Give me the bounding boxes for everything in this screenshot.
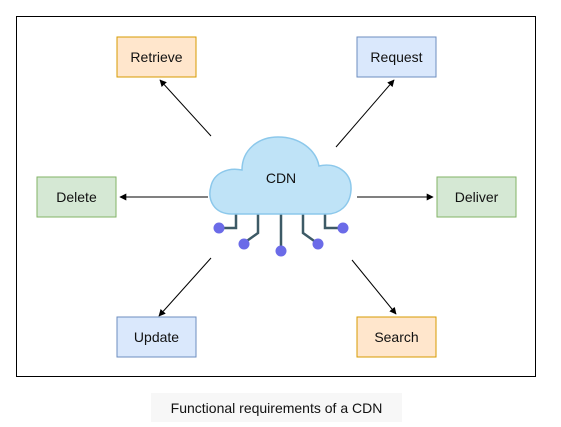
arrow-to-request: [335, 79, 395, 148]
node-retrieve-label: Retrieve: [130, 49, 182, 65]
arrow-to-search: [351, 259, 397, 315]
node-deliver-label: Deliver: [455, 189, 499, 205]
node-delete-label: Delete: [56, 189, 97, 205]
arrow-to-retrieve: [159, 79, 212, 137]
arrow-to-update: [158, 257, 212, 317]
node-request: Request: [356, 36, 437, 78]
node-request-label: Request: [370, 49, 422, 65]
arrows: [119, 79, 434, 317]
node-retrieve: Retrieve: [116, 36, 197, 78]
node-search: Search: [356, 316, 437, 358]
circuit-dots: [213, 222, 349, 257]
node-update: Update: [116, 316, 197, 358]
cloud-label: CDN: [266, 170, 296, 186]
node-search-label: Search: [374, 329, 418, 345]
node-deliver: Deliver: [436, 176, 517, 218]
cloud-icon: CDN: [209, 136, 352, 215]
figure-caption: Functional requirements of a CDN: [151, 393, 402, 422]
node-update-label: Update: [134, 329, 179, 345]
node-delete: Delete: [36, 176, 117, 218]
circuit-icon: [217, 211, 344, 252]
